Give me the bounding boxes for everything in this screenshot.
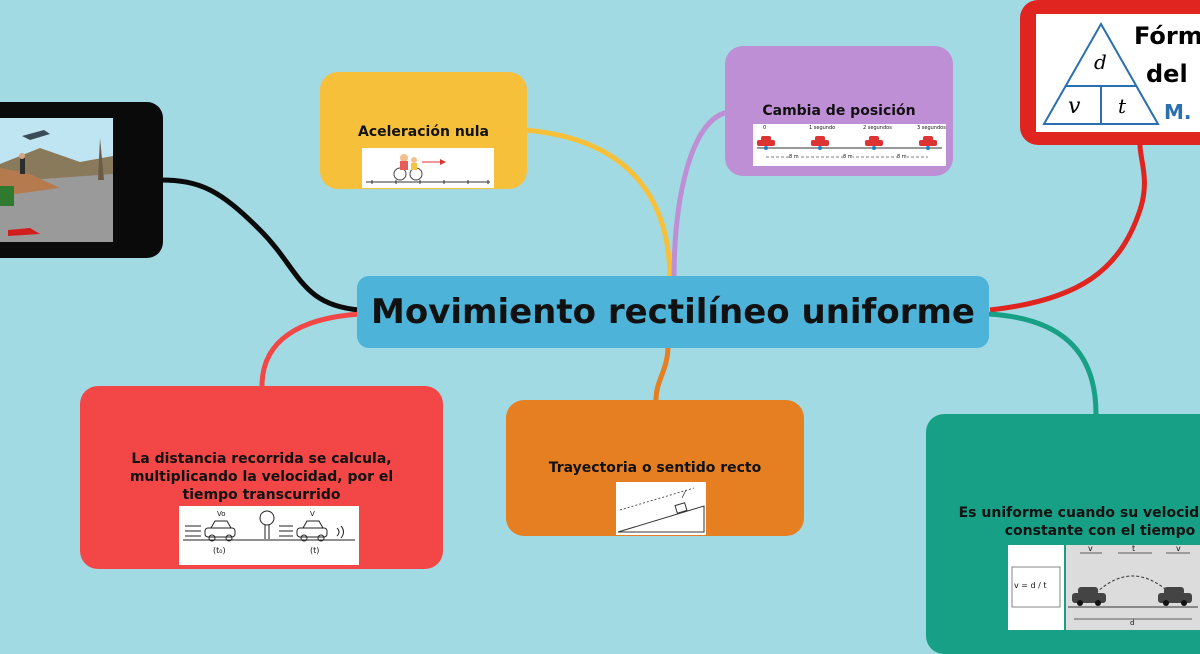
connector-green (987, 311, 1099, 415)
central-topic[interactable]: Movimiento rectilíneo uniforme (357, 276, 989, 348)
car-icon (1072, 587, 1192, 603)
distance-label: 8 m (843, 154, 853, 160)
car-icon (757, 136, 937, 146)
formula-title-line2: del (1146, 60, 1188, 88)
connector-purple (671, 109, 729, 281)
node-distancia-label: La distancia recorrida se calcula, multi… (129, 451, 394, 503)
landscape-image-frame (0, 102, 163, 258)
fig-v-label: V (310, 510, 315, 518)
fig-t0-label: (t₀) (213, 546, 226, 555)
block-icon (674, 502, 688, 514)
connector-yellow (524, 127, 673, 281)
formula-card: d v t Fórmu del M. R (1036, 14, 1200, 132)
landscape-image (0, 118, 113, 242)
formula-note-text: v = d / t (1014, 581, 1047, 590)
connector-red (259, 311, 361, 387)
central-topic-title: Movimiento rectilíneo uniforme (371, 292, 975, 332)
fig-d: d (1130, 619, 1135, 627)
formula-abbr: M. R (1164, 100, 1200, 124)
time-label: 2 segundos (863, 125, 892, 131)
formula-card-frame: d v t Fórmu del M. R (1020, 0, 1200, 145)
node-trayectoria-label: Trayectoria o sentido recto (548, 460, 762, 476)
formula-triangle (1042, 21, 1160, 125)
airplane-icon (22, 130, 50, 140)
node-aceleracion-nula[interactable]: Aceleración nula (320, 72, 527, 189)
node-distancia-recorrida[interactable]: La distancia recorrida se calcula, multi… (80, 386, 443, 569)
tree-icon (259, 510, 275, 539)
formula-v: v (1068, 94, 1081, 119)
node-trayectoria[interactable]: Trayectoria o sentido recto (506, 400, 804, 536)
node-uniforme[interactable]: Es uniforme cuando su velocidad es const… (926, 414, 1200, 654)
car-icon (8, 228, 40, 236)
distance-label: 8 m (789, 154, 799, 160)
cyclist-image (362, 148, 494, 188)
node-uniforme-label: Es uniforme cuando su velocidad es const… (958, 505, 1200, 539)
incline-image (616, 482, 706, 535)
fig-v-left: v (1088, 545, 1093, 553)
fig-t-label: (t) (310, 546, 320, 555)
time-label: 3 segundos (917, 125, 946, 131)
connector-darkred (989, 144, 1147, 313)
car-icon (204, 520, 328, 542)
car-arc-image: v t v d (1066, 545, 1200, 630)
formula-d: d (1094, 50, 1107, 74)
fig-v0-label: Vo (217, 510, 226, 518)
node-aceleracion-label: Aceleración nula (357, 124, 489, 140)
formula-note-image: v = d / t (1008, 545, 1064, 630)
car-positions-image: 0 1 segundo 2 segundos 3 segundos 8 m 8 … (753, 124, 946, 166)
fig-t: t (1132, 545, 1136, 553)
runner-icon (20, 158, 25, 174)
time-label: 1 segundo (809, 125, 836, 131)
formula-t: t (1118, 94, 1127, 118)
connector-orange (653, 345, 671, 401)
cyclist-icon (400, 154, 408, 162)
formula-title-line1: Fórmu (1134, 22, 1200, 50)
node-posicion-label: Cambia de posición (762, 103, 916, 119)
node-cambia-posicion[interactable]: Cambia de posición 0 1 segundo 2 segundo… (725, 46, 953, 176)
distance-label: 8 m (897, 154, 907, 160)
cars-distance-image: Vo V (t₀) (t) (179, 506, 359, 565)
fig-v-right: v (1176, 545, 1181, 553)
connector-lines (159, 109, 1147, 415)
time-label: 0 (763, 125, 767, 131)
connector-black (159, 177, 361, 313)
